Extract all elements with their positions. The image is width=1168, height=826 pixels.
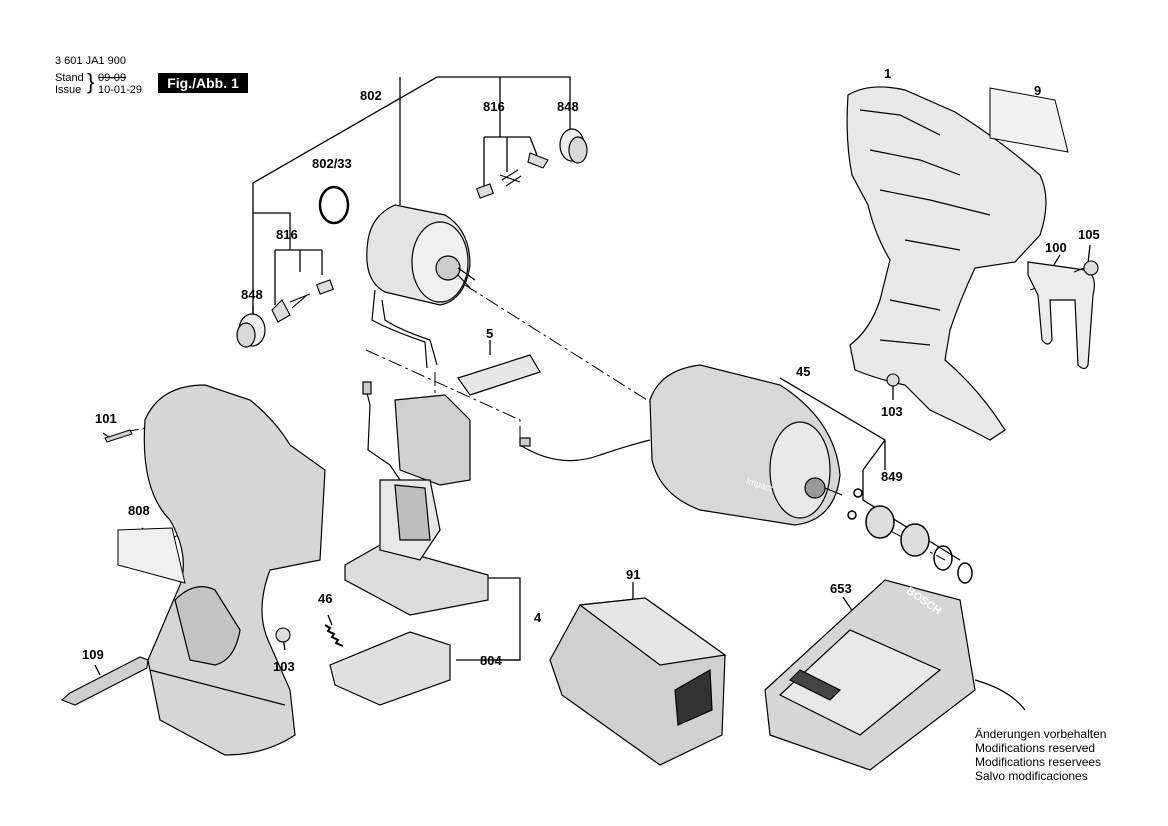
figure-label: Fig./Abb. 1 [158,73,248,93]
note-fr: Modifications reservees [975,755,1102,769]
label-sticker-808 [117,527,186,584]
callout-line-45 [779,377,886,471]
axis-switch [365,349,521,445]
note-en: Modifications reserved [975,741,1096,755]
axis-spring [869,519,946,561]
screwdriver-bit-109 [60,656,149,706]
battery-pack-91 [549,597,727,766]
date-new: 10-01-29 [98,84,143,96]
belt-clip-100 [1027,261,1095,370]
contact-plate-804 [329,631,451,706]
part-label-103-top: 103 [881,404,903,419]
callout-line-4 [488,577,521,661]
part-label-848-top: 848 [557,99,579,114]
part-label-9: 9 [1034,83,1042,98]
part-label-802-33: 802/33 [312,156,352,171]
part-label-109: 109 [82,647,104,662]
part-label-5: 5 [486,326,494,341]
part-label-1: 1 [884,66,892,81]
part-label-808: 808 [128,503,150,518]
brush-cap-848-top [559,128,588,164]
part-label-802: 802 [360,88,382,103]
part-number: 3 601 JA1 900 [55,55,126,67]
switch-module [362,381,471,486]
part-label-101: 101 [95,411,117,426]
o-ring-802-33 [318,185,350,225]
screw-101 [104,429,133,443]
callout-line-816-top [483,77,539,190]
date-old: 09-09 [98,72,127,84]
part-label-653: 653 [830,581,852,596]
part-label-804: 804 [480,653,502,668]
nut-103-bottom [275,627,291,643]
part-label-100: 100 [1045,240,1067,255]
part-label-91: 91 [626,567,641,582]
gearbox-impact-45 [519,364,843,526]
leader-105 [1087,244,1091,264]
part-label-849: 849 [881,469,903,484]
note-es: Salvo modificaciones [975,769,1088,783]
housing-right-half [846,86,1047,441]
stand-label: Stand [55,72,84,84]
modification-notes: Änderungen vorbehalten Modifications res… [975,727,1106,783]
part-label-848-left: 848 [241,287,263,302]
part-label-816-left: 816 [276,227,298,242]
part-label-46: 46 [318,591,333,606]
callout-line-802-33 [252,183,323,315]
switch-cover-5 [457,354,541,396]
charger-653 [764,579,1026,771]
part-label-105: 105 [1078,227,1100,242]
electronics-module-4 [344,479,489,616]
leader-46 [327,614,333,626]
part-label-816-top: 816 [483,99,505,114]
nut-103-top [886,373,900,387]
issue-label: Issue [55,84,82,96]
leader-109 [94,664,101,676]
note-de: Änderungen vorbehalten [975,727,1107,741]
spring-ring-set-849 [847,488,973,584]
motor-802 [366,204,476,369]
housing-left-half [143,384,326,756]
screw-105 [1073,260,1099,276]
part-label-103-bottom: 103 [273,659,295,674]
brush-cap-848-left [236,313,266,348]
label-sticker-9 [989,87,1069,153]
callout-line-802-group [252,76,571,184]
part-label-45: 45 [796,364,811,379]
brush-set-816-left [271,279,334,323]
axis-motor [464,284,656,406]
brace: } [87,69,95,94]
part-label-4: 4 [534,610,542,625]
spring-46 [324,624,344,647]
brush-set-816-top [476,152,549,199]
